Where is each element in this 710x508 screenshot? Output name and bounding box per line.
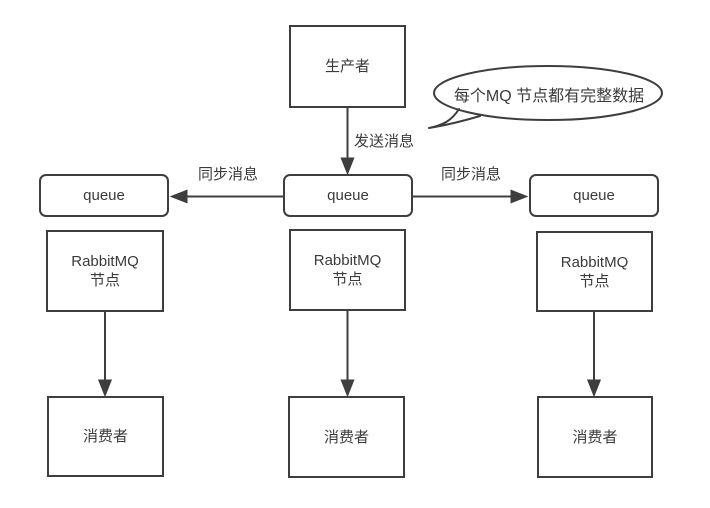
queue-right-label: queue [573, 187, 615, 204]
queue-box-left: queue [39, 174, 169, 217]
producer-box: 生产者 [289, 25, 406, 108]
queue-center-label: queue [327, 187, 369, 204]
node-right-line1: RabbitMQ [560, 253, 629, 271]
queue-box-right: queue [529, 174, 659, 217]
arrow-node-right-to-consumer [586, 312, 602, 398]
consumer-box-left: 消费者 [47, 396, 164, 477]
consumer-left-label: 消费者 [82, 428, 128, 445]
arrow-producer-to-queue [340, 108, 355, 176]
node-center-line2: 节点 [332, 271, 363, 288]
speech-bubble-shape [428, 65, 663, 129]
arrow-queue-to-right-queue [413, 189, 529, 204]
arrow-node-left-to-consumer [97, 312, 113, 398]
edge-label-send-message: 发送消息 [354, 133, 415, 150]
node-left-line2: 节点 [89, 272, 120, 289]
node-left-line1: RabbitMQ [71, 253, 139, 270]
arrow-node-center-to-consumer [340, 311, 355, 398]
speech-bubble-text: 每个MQ 节点都有完整数据 [453, 87, 645, 105]
node-center-line1: RabbitMQ [313, 252, 382, 269]
consumer-box-center: 消费者 [288, 396, 405, 478]
consumer-box-right: 消费者 [537, 396, 653, 478]
edge-label-sync-left: 同步消息 [197, 166, 258, 183]
queue-box-center: queue [283, 174, 413, 217]
rabbitmq-node-box-right: RabbitMQ 节点 [536, 231, 653, 312]
rabbitmq-node-box-left: RabbitMQ 节点 [46, 230, 164, 312]
node-right-line2: 节点 [579, 272, 610, 290]
arrow-queue-to-left-queue [169, 189, 283, 204]
producer-label: 生产者 [324, 58, 370, 75]
rabbitmq-node-box-center: RabbitMQ 节点 [289, 229, 406, 311]
queue-left-label: queue [83, 187, 125, 204]
consumer-right-label: 消费者 [572, 428, 618, 446]
edge-label-sync-right: 同步消息 [440, 166, 501, 183]
consumer-center-label: 消费者 [323, 428, 369, 446]
